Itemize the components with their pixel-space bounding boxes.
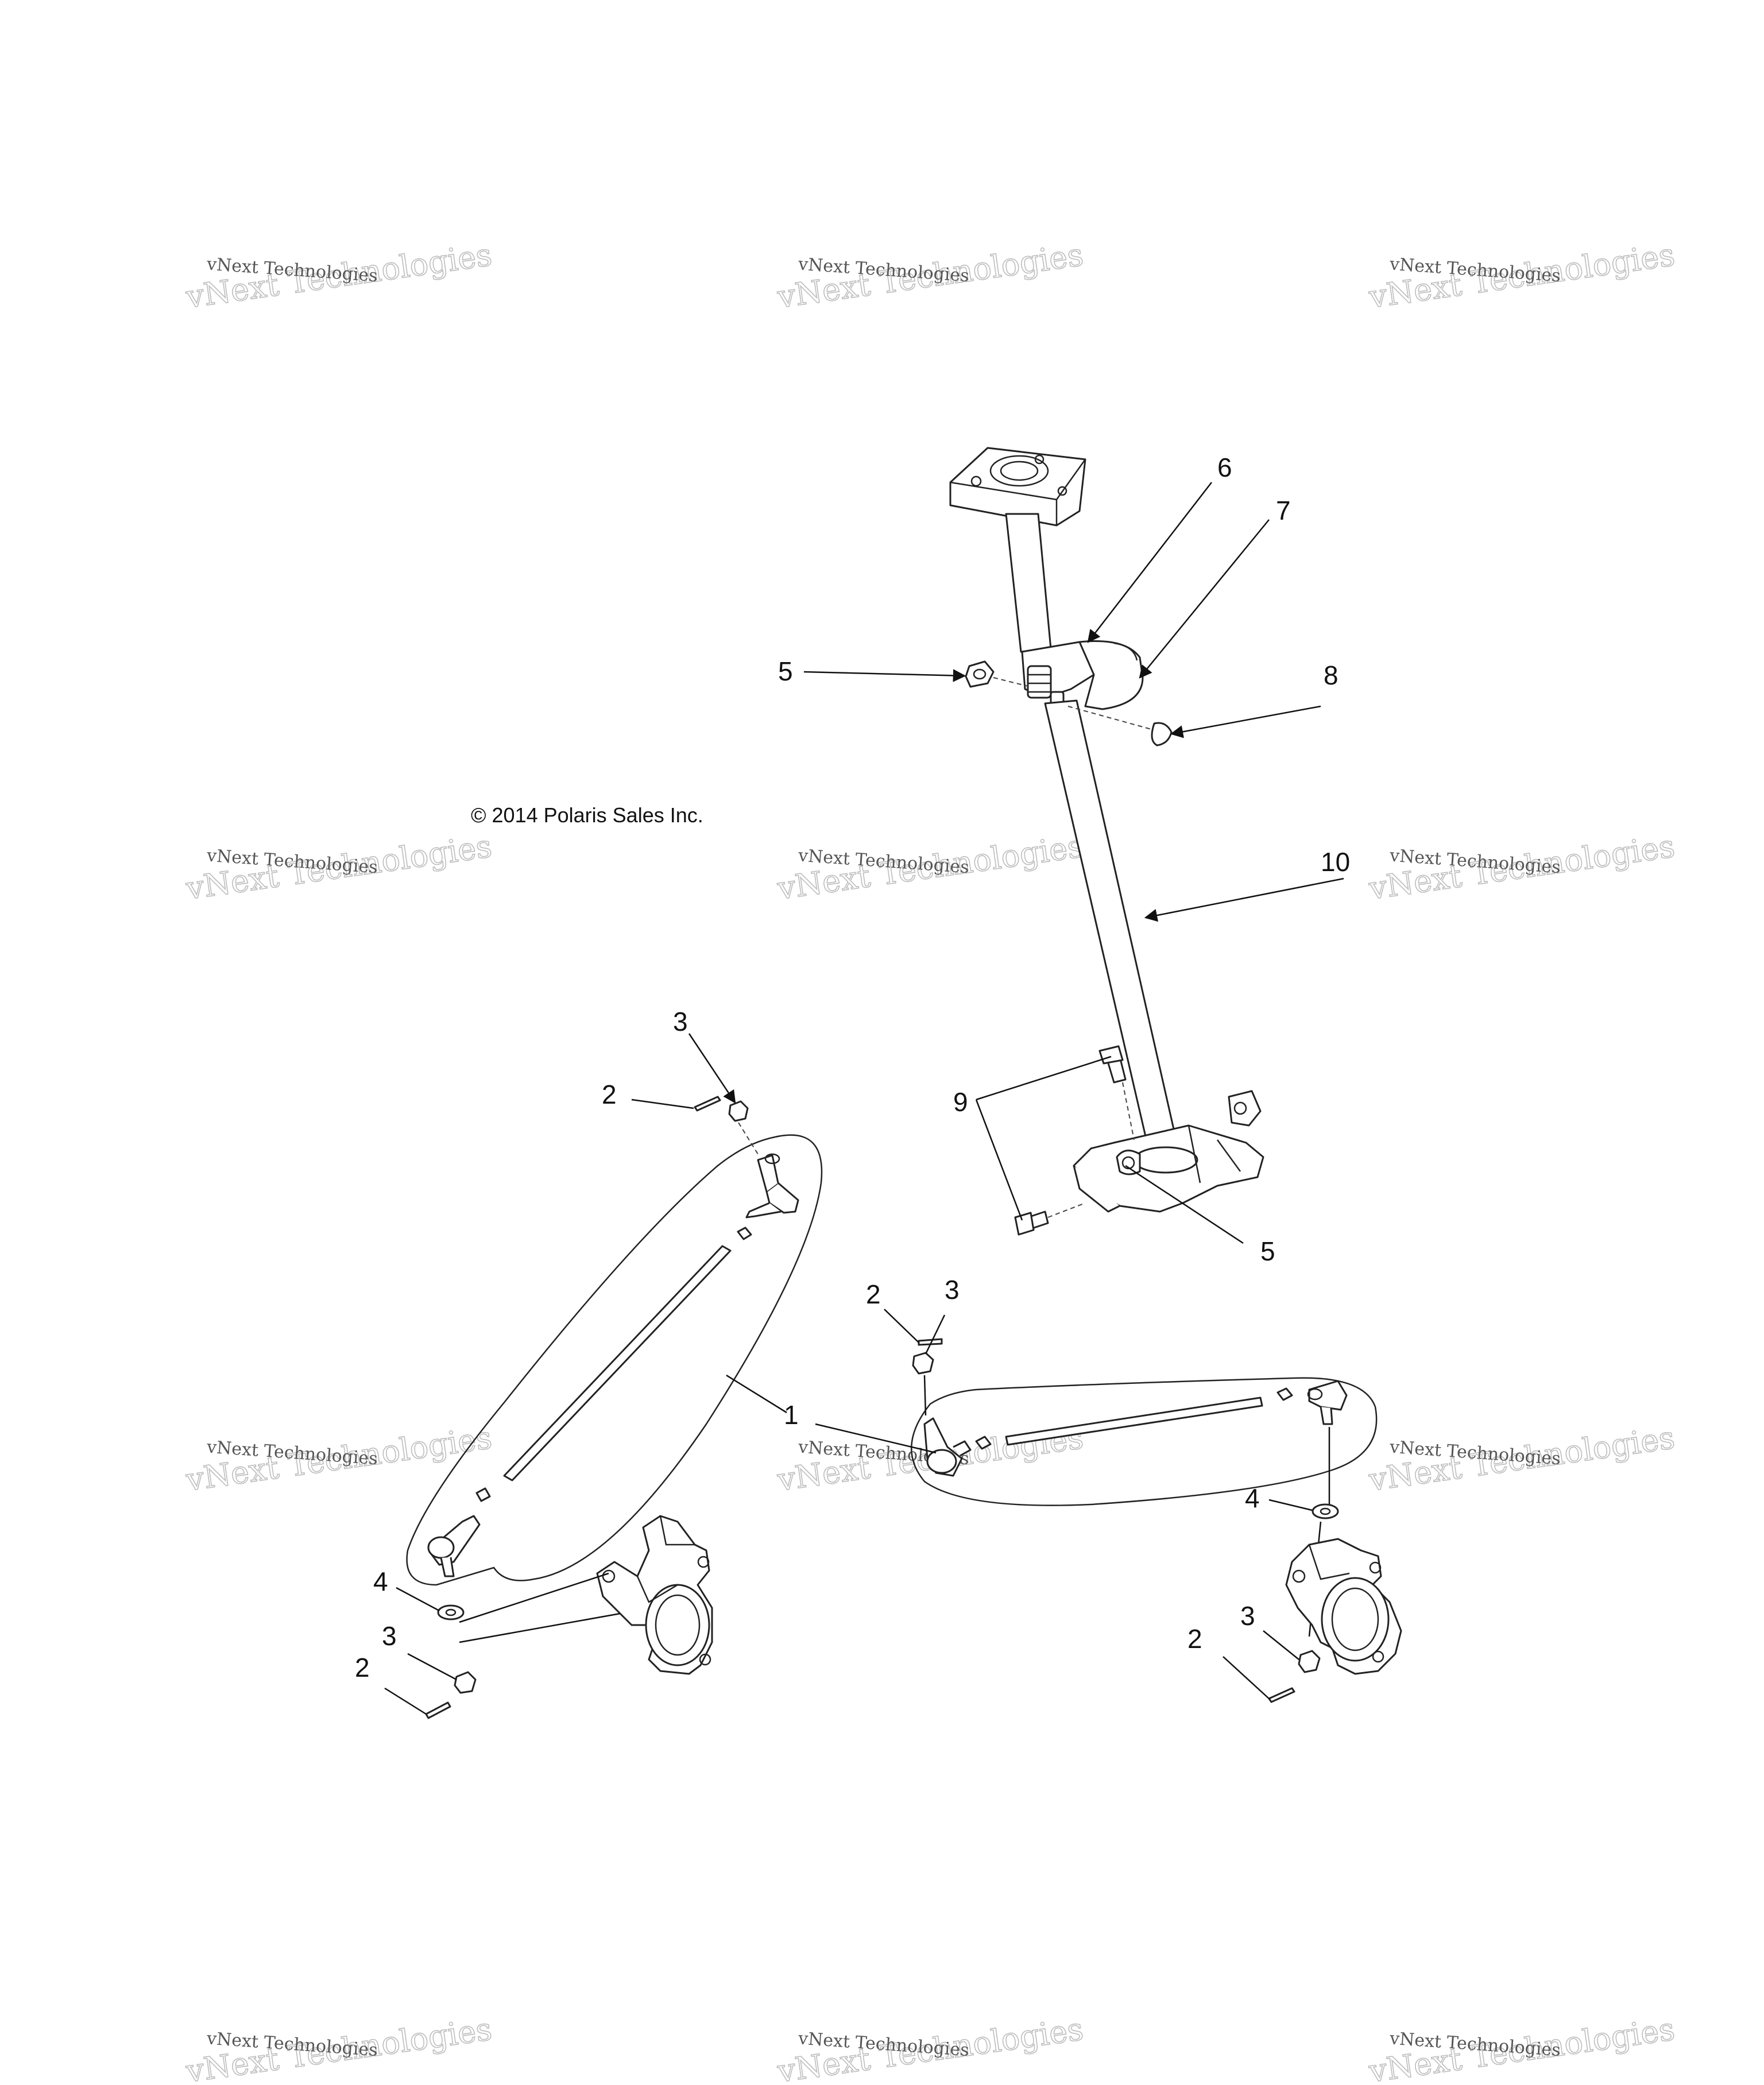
callout-2-left-top: 2 — [602, 1080, 617, 1109]
left-tie-rod-assembly — [406, 1096, 823, 1586]
right-lower-cotter-pin — [1268, 1687, 1295, 1703]
left-tie-rod-group-outline — [406, 1134, 823, 1586]
right-tie-rod-inner-end — [923, 1417, 972, 1477]
callout-4-left: 4 — [373, 1566, 388, 1596]
watermark-grid: vNext Technologies vNext Technologies vN… — [183, 236, 1678, 2085]
left-outer-castle-nut — [728, 1100, 749, 1122]
right-tie-rod-assembly — [911, 1338, 1378, 1637]
callout-6: 6 — [1217, 452, 1232, 482]
left-tie-rod-tube — [503, 1245, 732, 1481]
watermark: vNext Technologies vNext Technologies — [1366, 236, 1678, 316]
callout-3-left-top: 3 — [673, 1007, 688, 1036]
right-tie-rod-group-outline — [911, 1377, 1378, 1506]
leader-lines — [384, 482, 1344, 1715]
callout-8: 8 — [1324, 660, 1339, 690]
watermark: vNext Technologies vNext Technologies — [183, 827, 495, 907]
callout-2-right-bottom: 2 — [1187, 1624, 1202, 1654]
left-knuckle-hardware — [425, 1572, 621, 1719]
right-tie-rod-outer-end — [1307, 1380, 1348, 1425]
watermark: vNext Technologies vNext Technologies — [183, 1419, 495, 1499]
right-upper-cotter-pin — [918, 1338, 943, 1346]
watermark: vNext Technologies vNext Technologies — [775, 2010, 1086, 2085]
callout-4-right: 4 — [1245, 1483, 1260, 1513]
callout-3-right-top: 3 — [945, 1275, 960, 1305]
callout-9: 9 — [953, 1087, 968, 1117]
main-column-shaft — [1044, 699, 1181, 1162]
left-jam-nut-outer — [737, 1227, 752, 1240]
callout-5-upper: 5 — [778, 656, 793, 686]
callout-numbers: 6 7 5 8 10 9 5 3 2 1 2 3 4 3 2 4 3 2 — [355, 452, 1350, 1682]
left-steering-knuckle — [596, 1515, 713, 1675]
left-lower-castle-nut — [454, 1671, 477, 1694]
right-upper-castle-nut — [912, 1352, 934, 1375]
callout-7: 7 — [1276, 496, 1291, 525]
right-jam-nut-inner — [975, 1436, 992, 1450]
left-washer — [437, 1604, 465, 1620]
watermark: vNext Technologies vNext Technologies — [183, 236, 495, 316]
left-outer-cotter-pin — [694, 1096, 721, 1112]
watermark: vNext Technologies vNext Technologies — [775, 827, 1086, 907]
steering-column-assembly — [949, 447, 1264, 1236]
right-washer — [1312, 1503, 1339, 1519]
bushing-upper — [965, 660, 1028, 688]
callout-10: 10 — [1321, 847, 1350, 877]
clamp-pin — [1067, 706, 1173, 746]
left-tie-rod-inner-end — [427, 1515, 481, 1577]
callout-3-left-bottom: 3 — [382, 1621, 397, 1651]
top-mount-plate — [949, 447, 1086, 527]
right-lower-castle-nut — [1298, 1650, 1321, 1673]
watermark: vNext Technologies vNext Technologies — [1366, 2010, 1678, 2085]
right-tie-rod-tube — [1005, 1397, 1263, 1446]
callout-2-left-bottom: 2 — [355, 1653, 370, 1682]
right-steering-knuckle — [1285, 1538, 1402, 1675]
column-clamp-bracket — [1021, 640, 1144, 710]
callout-1: 1 — [784, 1400, 799, 1430]
right-jam-nut-outer — [1276, 1387, 1293, 1401]
lower-column-bracket — [1073, 1090, 1264, 1213]
bracket-bolt-lower — [1014, 1202, 1086, 1236]
callout-2-right-top: 2 — [866, 1279, 881, 1309]
right-knuckle-hardware — [1268, 1503, 1339, 1703]
left-lower-cotter-pin — [425, 1701, 451, 1719]
left-jam-nut-inner — [475, 1487, 491, 1502]
watermark: vNext Technologies vNext Technologies — [183, 2010, 495, 2085]
callout-3-right-bottom: 3 — [1240, 1601, 1255, 1631]
copyright-notice: © 2014 Polaris Sales Inc. — [471, 803, 703, 827]
callout-5-lower: 5 — [1260, 1236, 1275, 1266]
watermark: vNext Technologies vNext Technologies — [1366, 1419, 1678, 1499]
watermark: vNext Technologies vNext Technologies — [1366, 827, 1678, 907]
upper-column-shaft — [1005, 513, 1052, 653]
left-tie-rod-outer-end — [745, 1153, 799, 1218]
watermark: vNext Technologies vNext Technologies — [775, 236, 1086, 316]
